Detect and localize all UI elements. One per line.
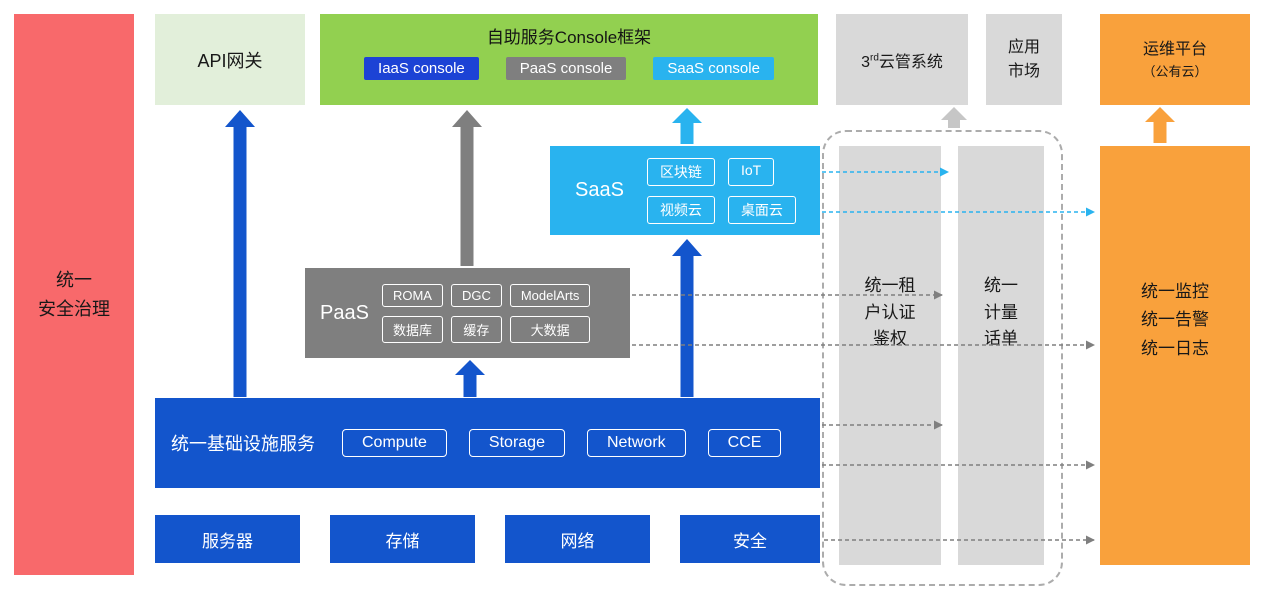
paas-service-bigdata: 大数据	[509, 315, 591, 343]
saas-service-iot: IoT	[727, 157, 775, 186]
console-framework-title: 自助服务Console框架	[486, 28, 652, 47]
api-gateway-box: API网关	[155, 14, 305, 105]
om-platform-text: 运维平台 （公有云）	[1142, 38, 1207, 82]
monitoring-line3: 统一日志	[1141, 338, 1209, 358]
console-framework-panel: 自助服务Console框架 IaaS console PaaS console …	[320, 14, 818, 105]
security-governance-line2: 安全治理	[38, 298, 110, 319]
tenant-auth-text: 统一租 户认证 鉴权	[865, 273, 916, 352]
metering-line1: 统一	[984, 276, 1018, 296]
arrow-paas-to-console	[452, 110, 482, 266]
infra-service-cce: CCE	[707, 429, 782, 457]
infrastructure-services-row: Compute Storage Network CCE	[342, 429, 782, 457]
monitoring-alarm-log-bar: 统一监控 统一告警 统一日志	[1100, 146, 1250, 565]
console-chips-row: IaaS console PaaS console SaaS console	[364, 57, 774, 80]
security-governance-bar: 统一 安全治理	[14, 14, 134, 575]
app-market-line2: 市场	[1007, 62, 1040, 80]
infra-service-network: Network	[586, 429, 686, 457]
third-party-cloud-sup: rd	[869, 52, 879, 64]
paas-label: PaaS	[320, 301, 369, 324]
paas-service-cache: 缓存	[450, 315, 502, 343]
metering-line2: 计量	[984, 302, 1018, 322]
iaas-console-chip: IaaS console	[364, 57, 479, 80]
saas-service-video-cloud: 视频云	[646, 195, 715, 224]
monitoring-text: 统一监控 统一告警 统一日志	[1141, 278, 1209, 362]
paas-service-modelarts: ModelArts	[509, 283, 591, 307]
arrow-saas-to-console	[672, 108, 702, 144]
saas-service-blockchain: 区块链	[646, 157, 715, 186]
om-platform-line1: 运维平台	[1142, 40, 1207, 58]
security-governance-text: 统一 安全治理	[38, 266, 110, 324]
tenant-auth-bar: 统一租 户认证 鉴权	[839, 146, 941, 565]
shared-services-dashed-frame	[822, 130, 1063, 586]
monitoring-line2: 统一告警	[1141, 310, 1209, 330]
infrastructure-block: 统一基础设施服务 Compute Storage Network CCE	[155, 398, 820, 488]
paas-services-grid: ROMA DGC ModelArts 数据库 缓存 大数据	[381, 283, 591, 343]
server-box: 服务器	[155, 515, 300, 563]
app-market-line1: 应用	[1007, 38, 1040, 56]
paas-console-chip: PaaS console	[505, 57, 627, 80]
security-governance-line1: 统一	[56, 269, 92, 290]
api-gateway-label: API网关	[197, 50, 263, 71]
paas-service-roma: ROMA	[381, 283, 443, 307]
saas-services-grid: 区块链 IoT 视频云 桌面云	[646, 157, 796, 224]
third-party-cloud-num: 3	[861, 53, 870, 71]
storage-box: 存储	[330, 515, 475, 563]
paas-service-dgc: DGC	[450, 283, 502, 307]
saas-block: SaaS 区块链 IoT 视频云 桌面云	[550, 146, 820, 235]
saas-service-desktop-cloud: 桌面云	[727, 195, 796, 224]
infra-service-compute: Compute	[342, 429, 447, 457]
third-party-cloud-label: 3rd云管系统	[861, 48, 943, 72]
arrow-infra-to-paas	[455, 360, 485, 397]
paas-block: PaaS ROMA DGC ModelArts 数据库 缓存 大数据	[305, 268, 630, 358]
paas-service-database: 数据库	[381, 315, 443, 343]
saas-console-chip: SaaS console	[653, 57, 774, 80]
tenant-auth-line2: 户认证	[864, 302, 916, 322]
third-party-cloud-rest: 云管系统	[878, 53, 943, 71]
om-platform-box: 运维平台 （公有云）	[1100, 14, 1250, 105]
arrow-infra-to-saas	[672, 239, 702, 397]
security-label: 安全	[733, 531, 767, 551]
om-platform-line2: （公有云）	[1142, 63, 1208, 79]
network-box: 网络	[505, 515, 650, 563]
arrow-to-om-platform	[1145, 107, 1175, 143]
arrow-infra-to-api-gateway	[225, 110, 255, 397]
security-box: 安全	[680, 515, 820, 563]
infra-service-storage: Storage	[468, 429, 565, 457]
monitoring-line1: 统一监控	[1141, 282, 1209, 302]
saas-label: SaaS	[575, 179, 624, 201]
metering-line3: 话单	[984, 329, 1018, 349]
server-label: 服务器	[202, 531, 253, 551]
tenant-auth-line3: 鉴权	[873, 329, 907, 349]
storage-label: 存储	[385, 531, 420, 551]
arrow-to-third-party-cloud	[941, 107, 967, 128]
infrastructure-label: 统一基础设施服务	[171, 434, 315, 454]
tenant-auth-line1: 统一租	[864, 276, 916, 296]
app-market-text: 应用 市场	[1008, 36, 1040, 84]
metering-text: 统一 计量 话单	[984, 273, 1018, 352]
network-label: 网络	[560, 531, 595, 551]
third-party-cloud-mgmt-box: 3rd云管系统	[836, 14, 968, 105]
app-market-box: 应用 市场	[986, 14, 1062, 105]
metering-billing-bar: 统一 计量 话单	[958, 146, 1044, 565]
